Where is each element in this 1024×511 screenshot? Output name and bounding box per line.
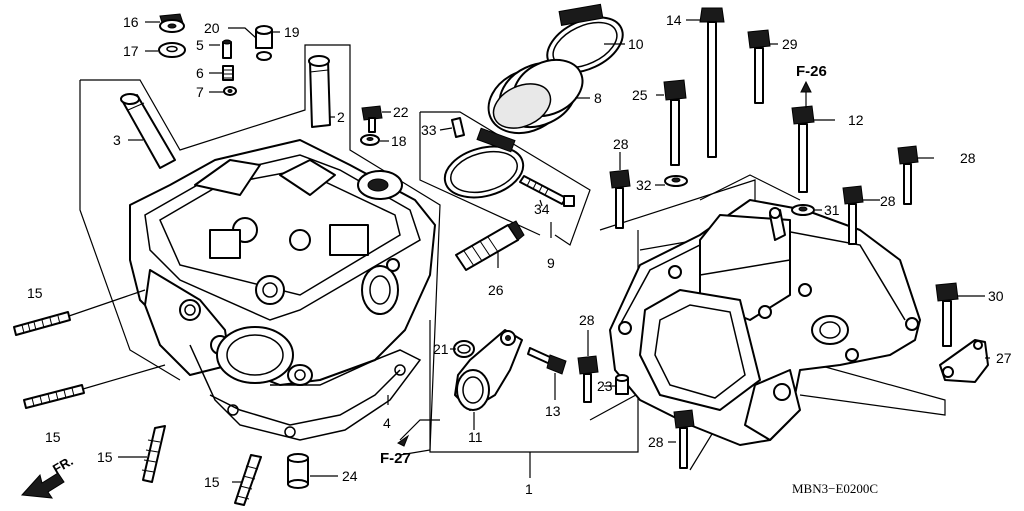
callout-33: 33 [421, 122, 437, 138]
spark-plug-26 [455, 220, 525, 271]
callout-31: 31 [824, 202, 840, 218]
callout-11: 11 [468, 429, 483, 445]
o-ring-21 [453, 340, 475, 358]
callout-2: 2 [337, 109, 345, 125]
callout-15-b: 15 [45, 429, 61, 445]
callout-25: 25 [632, 87, 648, 103]
callout-32: 32 [636, 177, 652, 193]
dowel-23 [615, 374, 629, 395]
hose-clamp-10 [546, 3, 624, 74]
callout-17: 17 [123, 43, 139, 59]
callout-34: 34 [534, 201, 550, 217]
front-direction-arrow: FR. [20, 453, 76, 499]
callout-20: 20 [204, 20, 220, 36]
callout-14: 14 [666, 12, 682, 28]
callout-labels: 16 17 20 5 6 7 19 2 3 22 18 15 15 15 15 … [27, 12, 1012, 497]
valve-guide-2 [308, 55, 331, 128]
callout-15-d: 15 [204, 474, 220, 490]
screw-34 [519, 175, 575, 207]
callout-22: 22 [393, 104, 409, 120]
hose-clamp-9 [443, 127, 525, 199]
reference-f26: F-26 [796, 63, 827, 80]
callout-28-a: 28 [613, 136, 629, 152]
callout-3: 3 [113, 132, 121, 148]
valve-guide-3 [120, 93, 176, 169]
bolt-28-right [897, 145, 919, 205]
reference-arrows [397, 80, 812, 447]
callout-16: 16 [123, 14, 139, 30]
cylinder-head [129, 139, 436, 441]
stud-bolt-15d [234, 454, 262, 506]
bolt-30 [935, 282, 959, 347]
sleeve-24 [287, 453, 309, 489]
bolt-28-bottom [673, 409, 695, 469]
callout-23: 23 [597, 378, 613, 394]
callout-5: 5 [196, 37, 204, 53]
callout-1: 1 [525, 481, 533, 497]
bolt-12 [791, 105, 815, 193]
stud-bolt-15b [23, 384, 85, 409]
bushing-19 [255, 25, 273, 61]
cap-nut-16 [159, 13, 185, 33]
callout-19: 19 [284, 24, 300, 40]
callout-15-c: 15 [97, 449, 113, 465]
washer-17 [158, 42, 186, 58]
callout-28-d: 28 [579, 312, 595, 328]
bolt-28-upper-left [609, 169, 631, 229]
insulator-8 [487, 58, 584, 135]
drawing-code: MBN3−E0200C [792, 481, 878, 496]
callout-21: 21 [433, 341, 449, 357]
water-outlet-11 [454, 329, 523, 411]
bolt-14 [699, 7, 725, 158]
bolt-22 [361, 105, 383, 133]
front-indicator-label: FR. [50, 453, 76, 476]
bolt-28-lower-left [577, 355, 599, 403]
washer-31 [791, 204, 815, 216]
callout-10: 10 [628, 36, 644, 52]
dowel-5 [222, 39, 232, 59]
bracket-27 [939, 339, 989, 383]
callout-6: 6 [196, 65, 204, 81]
callout-9: 9 [547, 255, 555, 271]
bolt-29 [747, 29, 771, 104]
callout-7: 7 [196, 84, 204, 100]
stud-bolt-15c [141, 425, 166, 483]
leader-lines [68, 19, 990, 483]
o-ring-7 [223, 86, 237, 96]
callout-24: 24 [342, 468, 358, 484]
reference-f27: F-27 [380, 450, 411, 467]
bolt-25 [663, 79, 687, 166]
washer-32 [664, 175, 688, 187]
callout-4: 4 [383, 415, 391, 431]
callout-28-e: 28 [648, 434, 664, 450]
spring-6 [222, 65, 234, 81]
callout-13: 13 [545, 403, 561, 419]
cylinder-head-cover [609, 199, 921, 446]
callout-29: 29 [782, 36, 798, 52]
callout-18: 18 [391, 133, 407, 149]
stud-bolt-15a [13, 311, 71, 336]
callout-15-a: 15 [27, 285, 43, 301]
bolt-28-mid [842, 185, 864, 245]
washer-18 [360, 134, 380, 146]
callout-30: 30 [988, 288, 1004, 304]
callout-8: 8 [594, 90, 602, 106]
callout-28-b: 28 [960, 150, 976, 166]
bolt-13 [527, 347, 567, 375]
callout-26: 26 [488, 282, 504, 298]
callout-28-c: 28 [880, 193, 896, 209]
callout-27: 27 [996, 350, 1012, 366]
callout-12: 12 [848, 112, 864, 128]
pin-33 [451, 117, 465, 138]
